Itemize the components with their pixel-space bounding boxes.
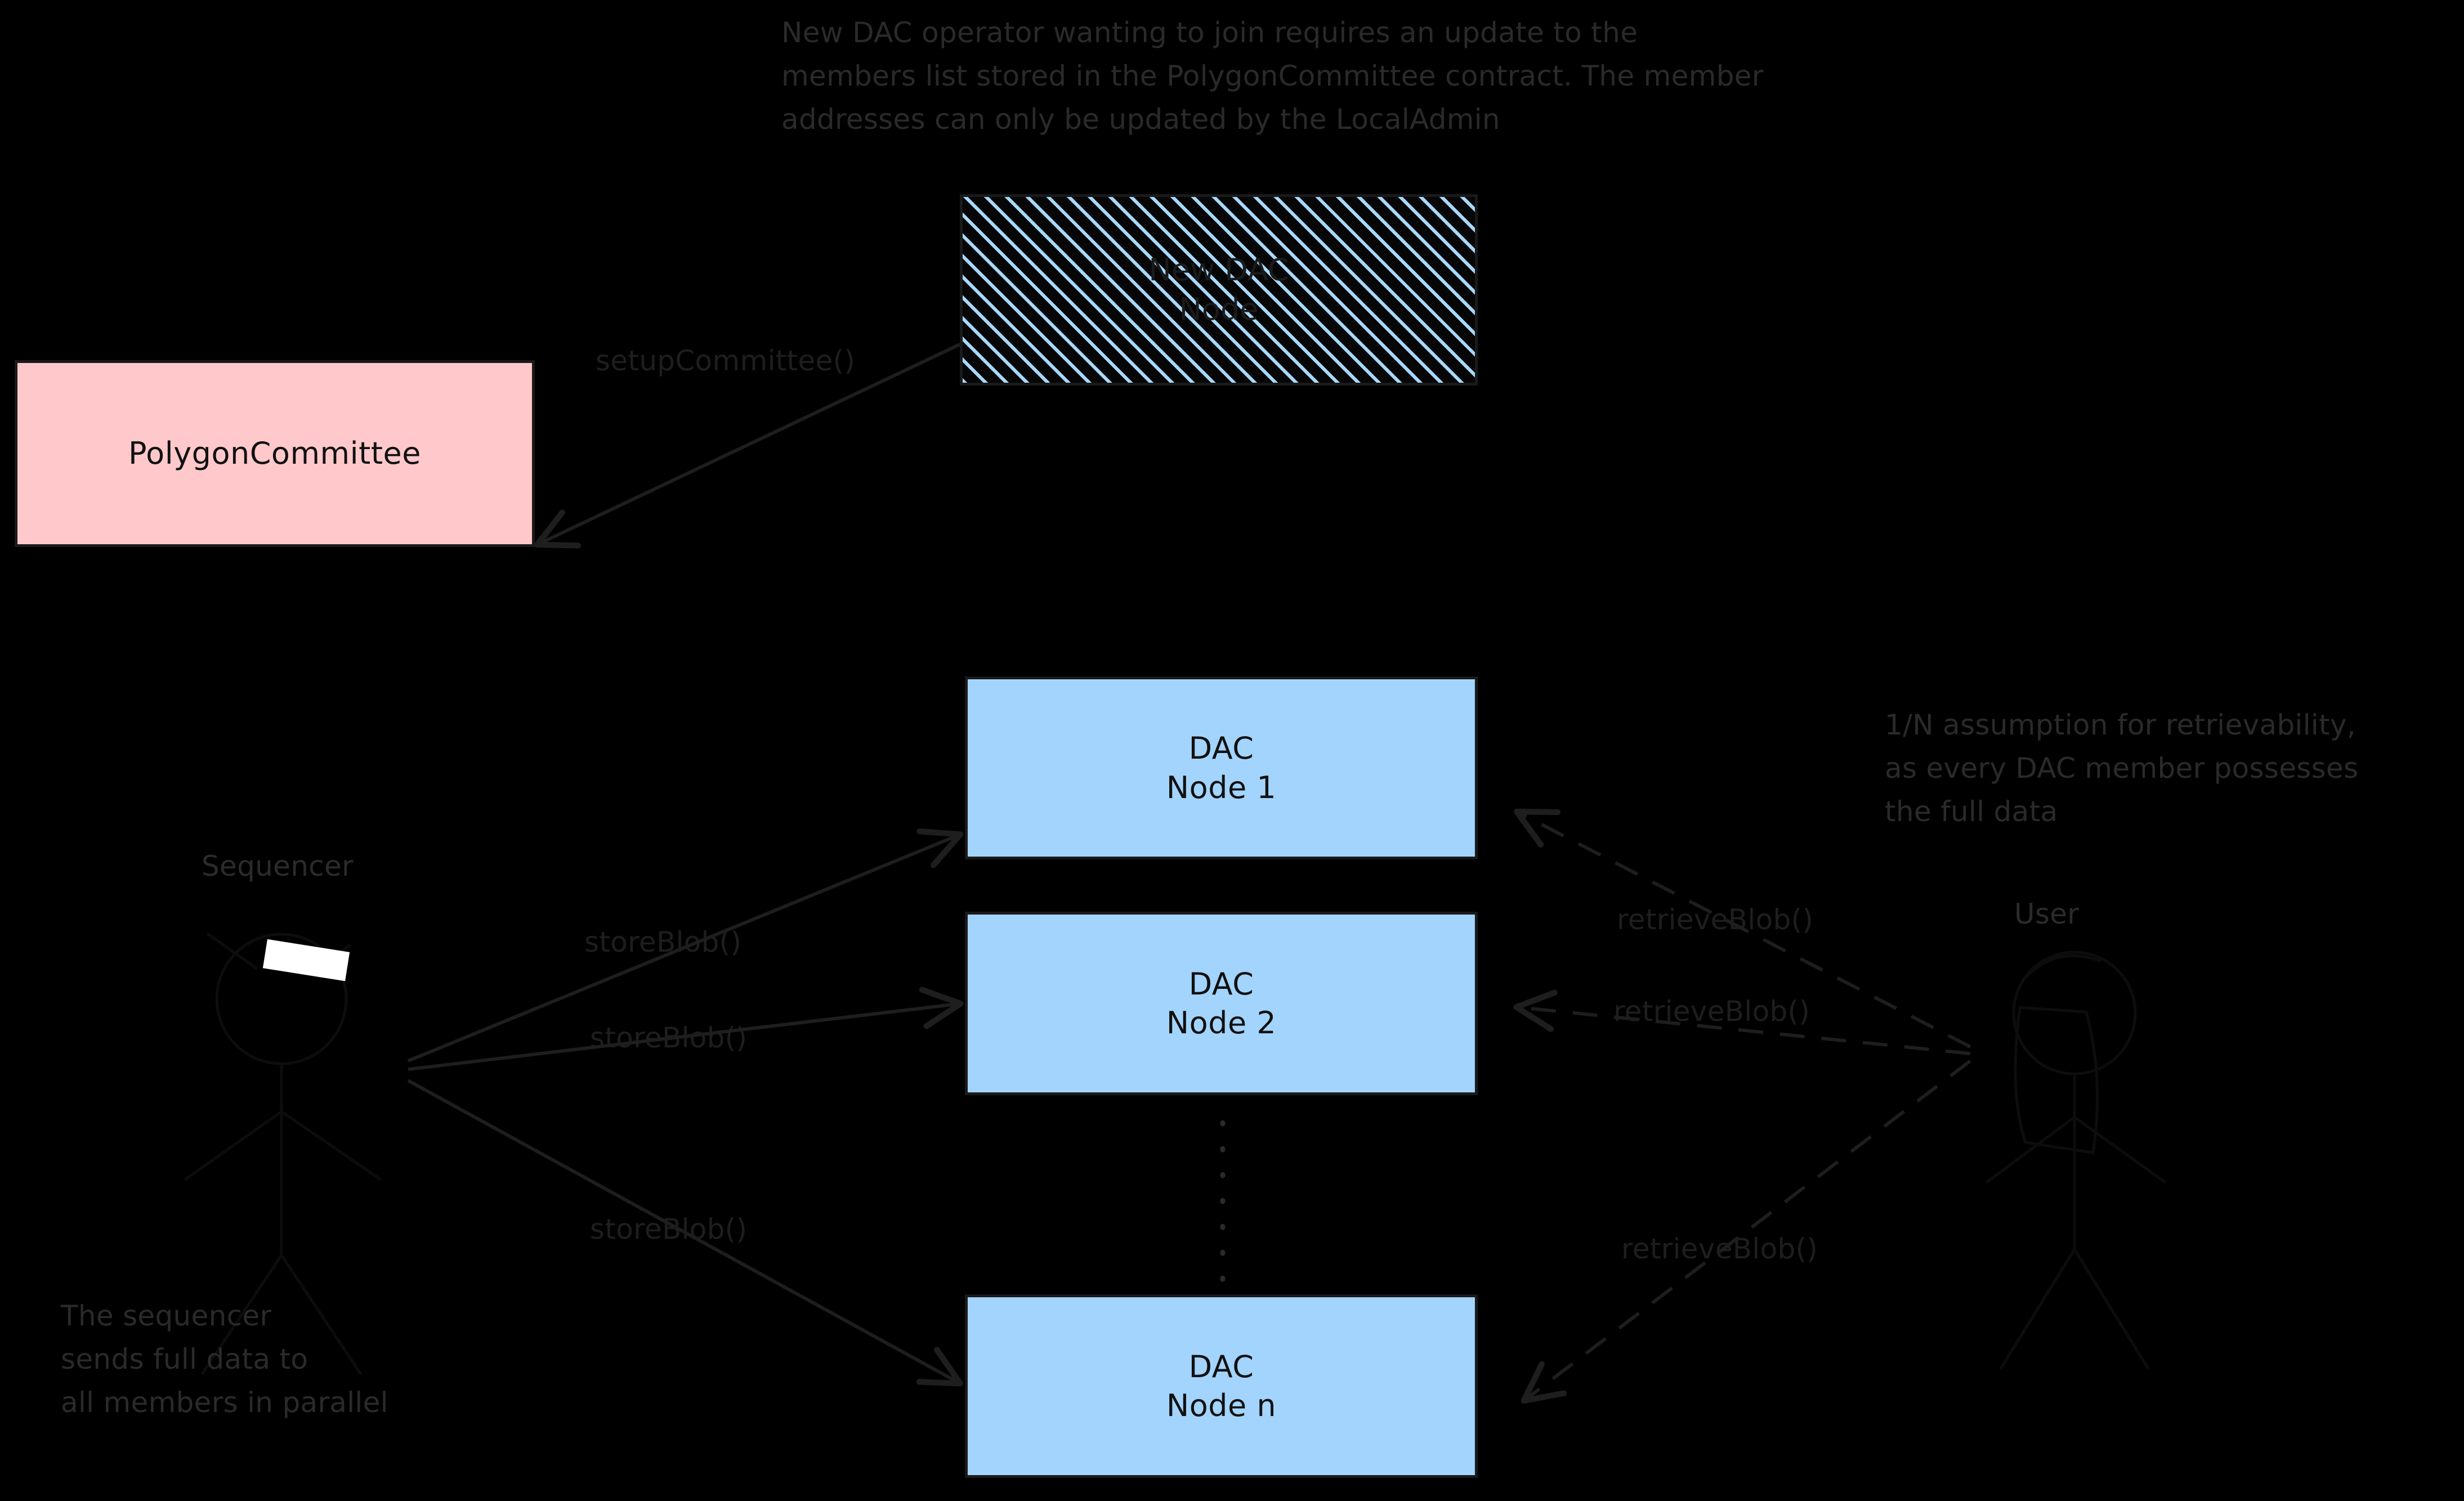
- store-blob-2-edge-label: storeBlob(): [590, 1021, 748, 1054]
- store-blob-n-edge-label: storeBlob(): [590, 1213, 748, 1245]
- dac-node-n-line2: Node n: [1166, 1388, 1277, 1423]
- edge-store-blob-1: [407, 828, 964, 1063]
- user-figure: [1985, 951, 2166, 1369]
- dac-node-2-line1: DAC: [1188, 966, 1254, 1002]
- sequencer-figure: [184, 933, 382, 1375]
- right-note-annotation: 1/N assumption for retrievability, as ev…: [1885, 709, 2359, 828]
- bottom-left-note-annotation: The sequencer sends full data to all mem…: [61, 1300, 388, 1419]
- edge-store-blob-n: [407, 1079, 963, 1387]
- dac-node-n-box[interactable]: DAC Node n: [965, 1294, 1478, 1478]
- edge-store-blob-2: [408, 987, 964, 1071]
- retrieve-blob-2-edge-label: retrieveBlob(): [1613, 995, 1810, 1028]
- dac-node-1-line2: Node 1: [1166, 769, 1277, 805]
- dac-node-n-line1: DAC: [1188, 1348, 1254, 1384]
- top-note-annotation: New DAC operator wanting to join require…: [781, 16, 1764, 136]
- new-dac-node-label: New DAC Node: [1148, 250, 1289, 329]
- retrieve-blob-n-edge-label: retrieveBlob(): [1621, 1233, 1818, 1265]
- new-dac-node-box[interactable]: New DAC Node: [960, 194, 1478, 386]
- new-dac-node-line1: New DAC: [1148, 252, 1289, 288]
- edge-retrieve-blob-1: [1514, 808, 1971, 1049]
- store-blob-1-edge-label: storeBlob(): [584, 926, 742, 958]
- new-dac-node-line2: Node: [1179, 292, 1259, 327]
- dac-node-1-box[interactable]: DAC Node 1: [965, 676, 1478, 859]
- edge-retrieve-blob-2: [1513, 989, 1971, 1055]
- dac-node-n-label: DAC Node n: [1166, 1347, 1276, 1425]
- user-label: User: [2014, 898, 2080, 930]
- polygon-committee-box[interactable]: PolygonCommittee: [15, 360, 535, 547]
- dac-node-2-box[interactable]: DAC Node 2: [965, 912, 1478, 1095]
- edge-setup-committee: [534, 343, 961, 549]
- edge-retrieve-blob-n: [1521, 1059, 1971, 1404]
- dac-node-1-line1: DAC: [1188, 731, 1254, 767]
- dac-node-1-label: DAC Node 1: [1166, 729, 1276, 806]
- sequencer-label: Sequencer: [202, 850, 354, 882]
- dac-node-2-line2: Node 2: [1166, 1005, 1277, 1041]
- polygon-committee-label: PolygonCommittee: [128, 436, 421, 472]
- setup-committee-edge-label: setupCommittee(): [596, 344, 856, 377]
- dac-node-2-label: DAC Node 2: [1166, 965, 1276, 1042]
- retrieve-blob-1-edge-label: retrieveBlob(): [1617, 903, 1814, 936]
